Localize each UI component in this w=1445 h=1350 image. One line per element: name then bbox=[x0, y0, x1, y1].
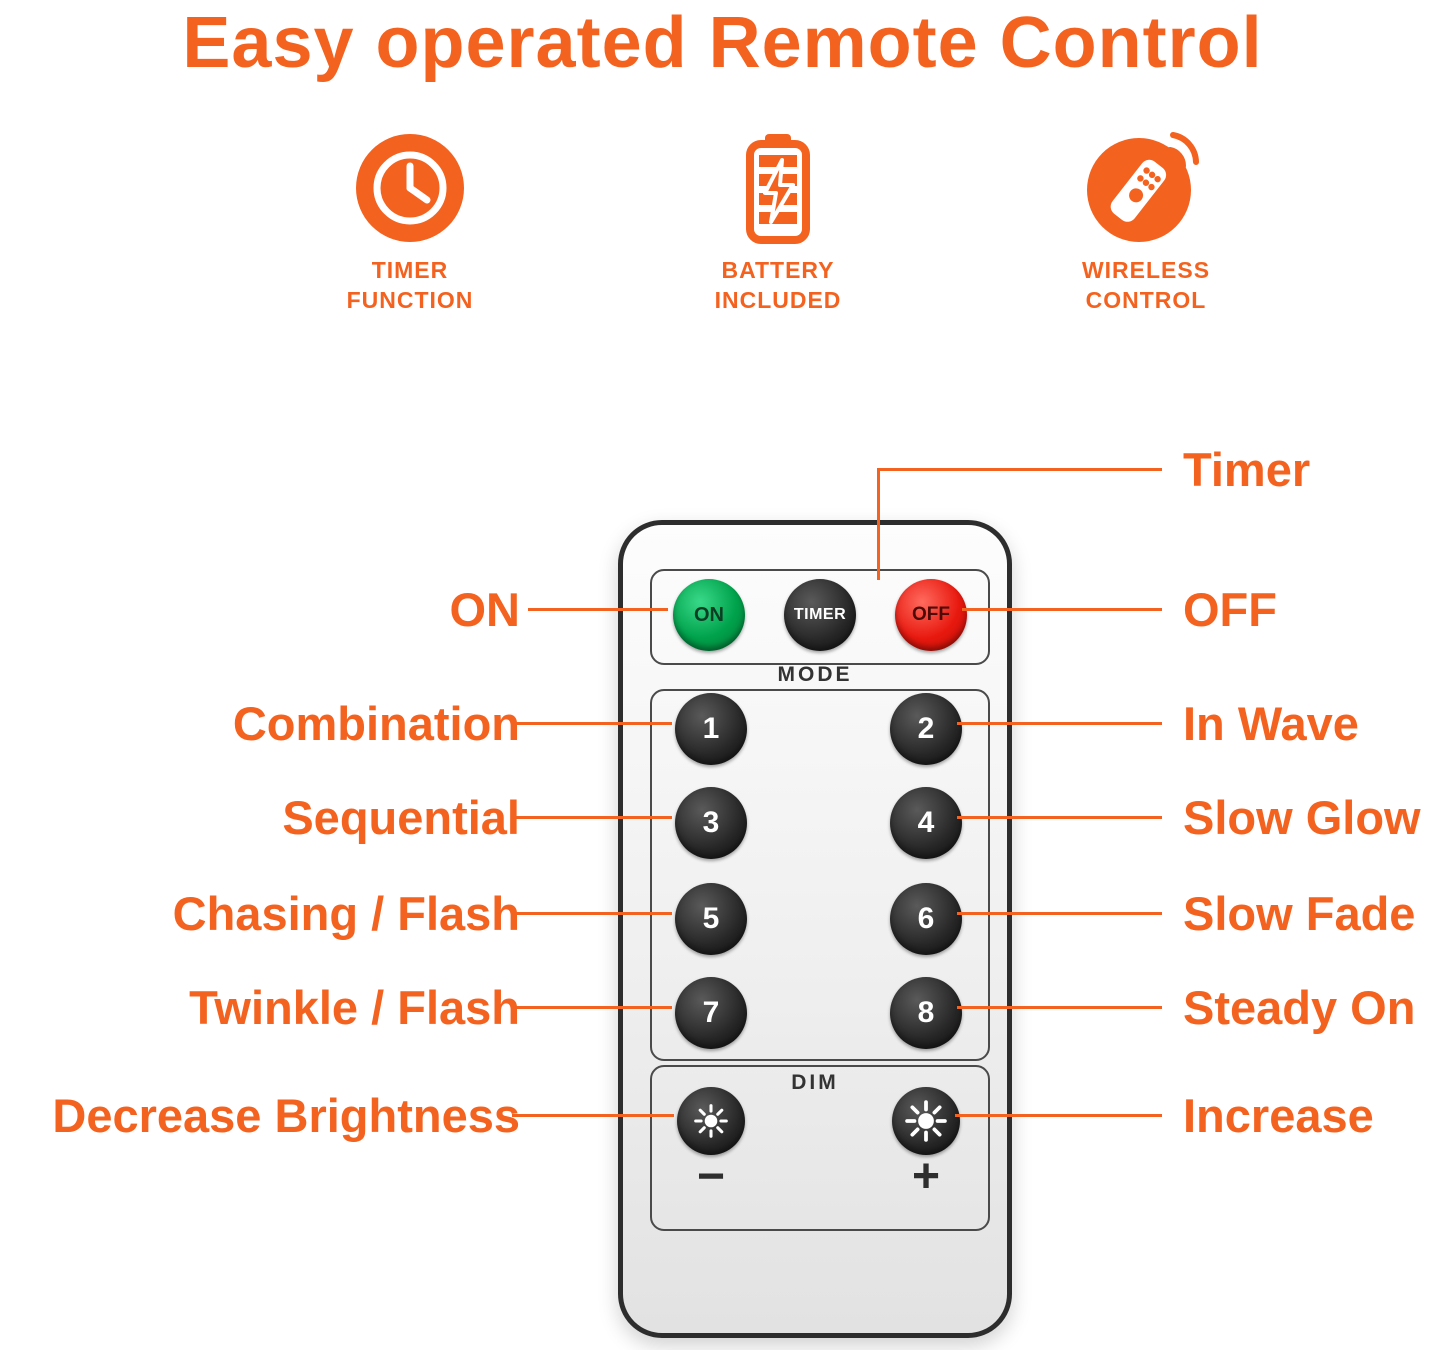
connector-steady-on bbox=[957, 1006, 1162, 1009]
timer-button: TIMER bbox=[784, 579, 856, 651]
power-section bbox=[650, 569, 990, 665]
mode-button-4: 4 bbox=[890, 787, 962, 859]
feature-timer-function: TIMER FUNCTION bbox=[280, 130, 540, 316]
connector-off bbox=[962, 608, 1162, 611]
mode-button-5: 5 bbox=[675, 883, 747, 955]
mode-button-7: 7 bbox=[675, 977, 747, 1049]
mode-button-6: 6 bbox=[890, 883, 962, 955]
annotation-decrease-brightness: Decrease Brightness bbox=[52, 1089, 520, 1142]
annotation-increase: Increase bbox=[1183, 1089, 1374, 1142]
annotation-slow-glow: Slow Glow bbox=[1183, 791, 1421, 844]
mode-button-1: 1 bbox=[675, 693, 747, 765]
dim-section-label: DIM bbox=[791, 1071, 839, 1094]
annotation-off: OFF bbox=[1183, 583, 1277, 636]
mode-button-8: 8 bbox=[890, 977, 962, 1049]
remote-control: MODE DIM ON TIMER OFF 1 2 3 4 5 6 7 8 bbox=[618, 520, 1012, 1338]
connector-timer-vertical bbox=[877, 468, 880, 580]
connector-sequential bbox=[512, 816, 672, 819]
connector-on bbox=[528, 608, 668, 611]
timer-clock-icon bbox=[354, 130, 466, 244]
feature-battery-included: BATTERY INCLUDED bbox=[648, 130, 908, 316]
brightness-decrease-button bbox=[677, 1087, 745, 1155]
connector-in-wave bbox=[957, 722, 1162, 725]
brightness-increase-button bbox=[892, 1087, 960, 1155]
wireless-remote-icon bbox=[1083, 130, 1209, 244]
battery-icon bbox=[743, 130, 813, 244]
connector-slow-glow bbox=[957, 816, 1162, 819]
annotation-timer: Timer bbox=[1183, 443, 1311, 496]
connector-combination bbox=[512, 722, 672, 725]
annotation-steady-on: Steady On bbox=[1183, 981, 1416, 1034]
dim-section bbox=[650, 1065, 990, 1231]
annotation-combination: Combination bbox=[232, 697, 520, 750]
feature-label-timer: TIMER FUNCTION bbox=[346, 257, 474, 313]
feature-label-wireless: WIRELESS CONTROL bbox=[1081, 257, 1211, 313]
page-title: Easy operated Remote Control bbox=[182, 3, 1263, 83]
minus-symbol: − bbox=[696, 1150, 726, 1203]
mode-button-3: 3 bbox=[675, 787, 747, 859]
annotation-chasing-flash: Chasing / Flash bbox=[172, 887, 520, 940]
connector-chasing-flash bbox=[512, 912, 672, 915]
off-button: OFF bbox=[895, 579, 967, 651]
connector-increase bbox=[955, 1114, 1162, 1117]
mode-section bbox=[650, 689, 990, 1061]
connector-timer-horizontal bbox=[877, 468, 1162, 471]
connector-slow-fade bbox=[957, 912, 1162, 915]
feature-wireless-control: WIRELESS CONTROL bbox=[1016, 130, 1276, 316]
annotation-on: ON bbox=[449, 583, 521, 636]
connector-twinkle-flash bbox=[512, 1006, 672, 1009]
annotation-sequential: Sequential bbox=[282, 791, 520, 844]
mode-button-2: 2 bbox=[890, 693, 962, 765]
on-button: ON bbox=[673, 579, 745, 651]
feature-label-battery: BATTERY INCLUDED bbox=[714, 257, 842, 313]
mode-section-label: MODE bbox=[777, 663, 853, 686]
annotation-in-wave: In Wave bbox=[1183, 697, 1359, 750]
plus-symbol: + bbox=[911, 1150, 941, 1203]
sun-small-icon bbox=[694, 1104, 728, 1138]
connector-decrease bbox=[512, 1114, 674, 1117]
sun-large-icon bbox=[905, 1100, 947, 1142]
annotation-slow-fade: Slow Fade bbox=[1183, 887, 1416, 940]
annotation-twinkle-flash: Twinkle / Flash bbox=[189, 981, 520, 1034]
